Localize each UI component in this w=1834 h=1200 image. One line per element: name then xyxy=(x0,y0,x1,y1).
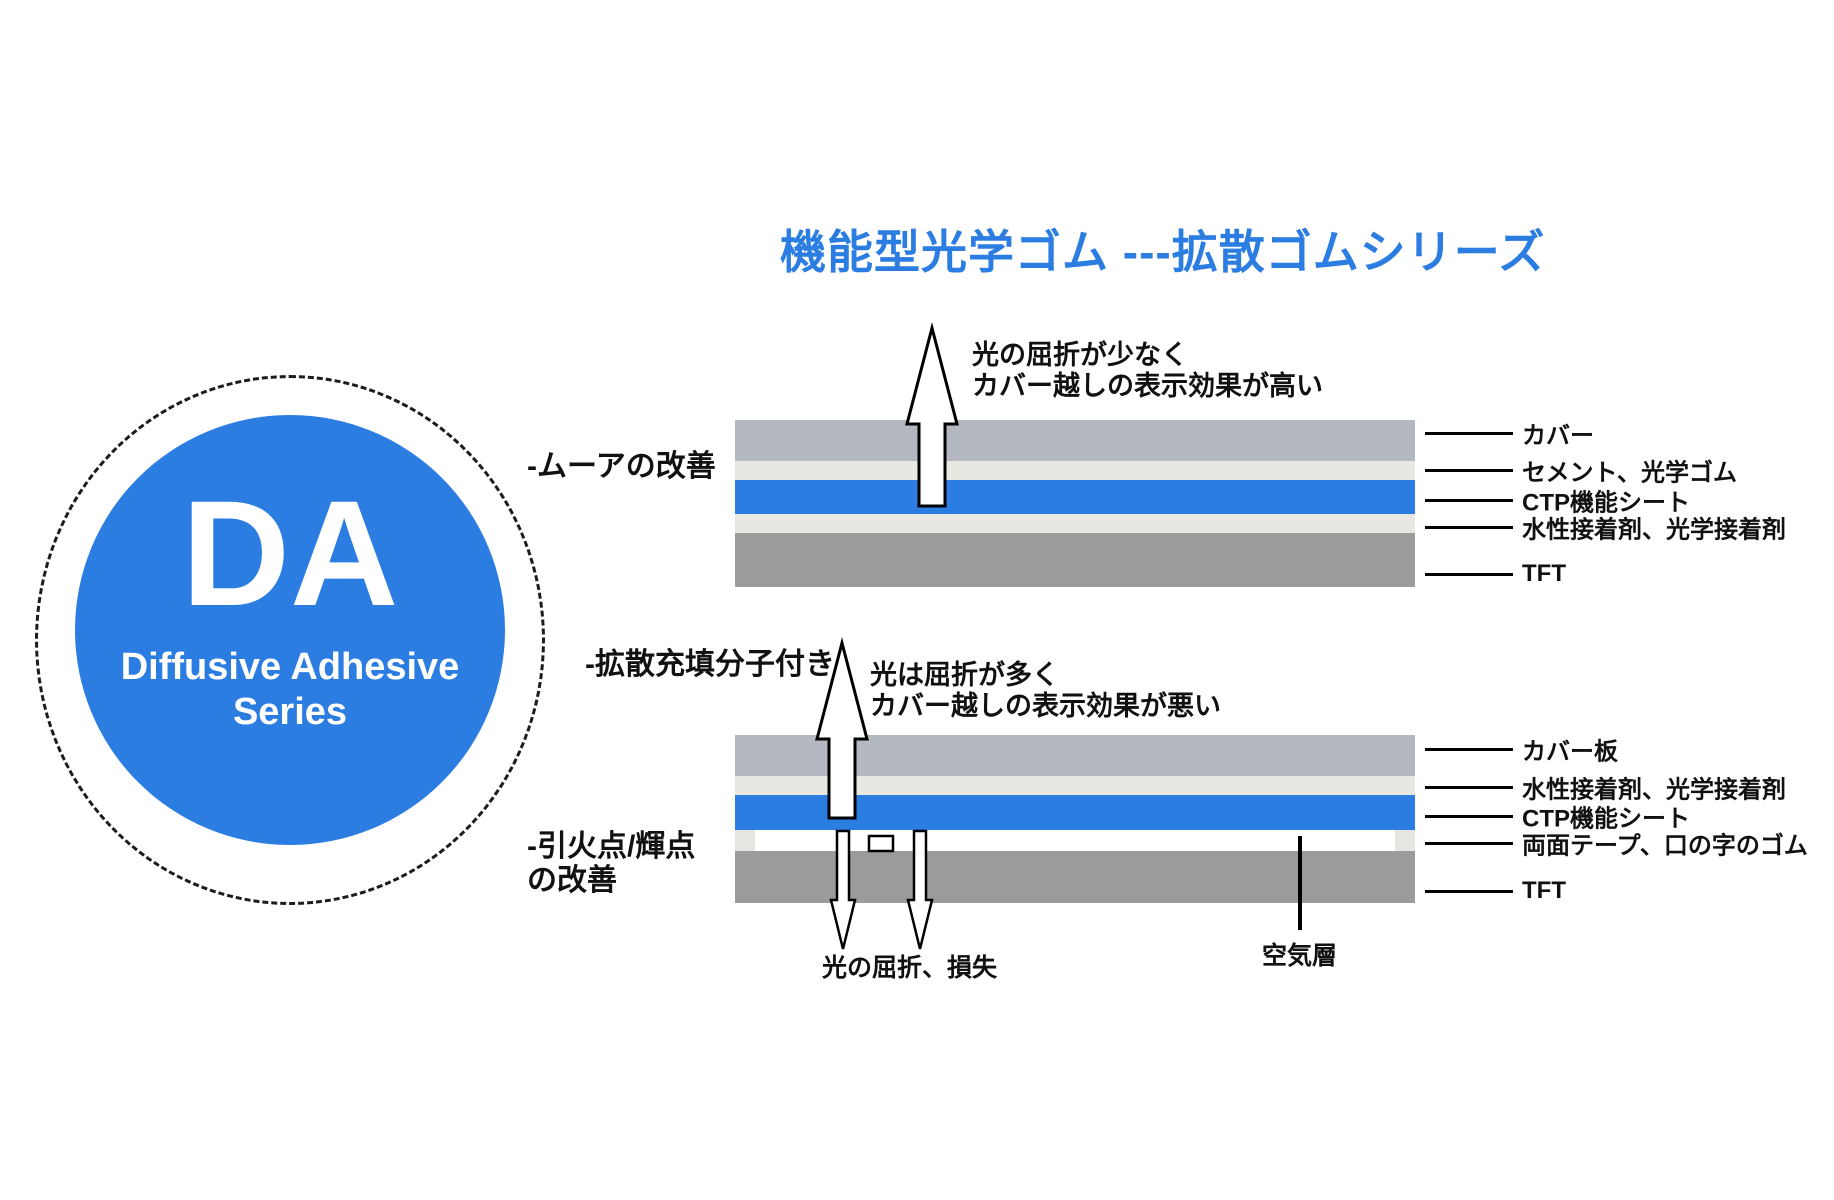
leader-line-ctp-sheet2 xyxy=(1425,815,1513,818)
bottom-annotation-line2: カバー越しの表示効果が悪い xyxy=(870,691,1221,721)
top-layer-tft xyxy=(735,533,1415,587)
top-layer-cover xyxy=(735,420,1415,461)
feature-bullet-moire: -ムーアの改善 xyxy=(527,450,716,483)
leader-line-adhesive xyxy=(1425,526,1513,529)
top-layer-cement xyxy=(735,461,1415,480)
badge-circle xyxy=(75,415,505,845)
badge-abbreviation: DA xyxy=(181,469,399,637)
feature-bullet-flash-line2: の改善 xyxy=(527,864,617,897)
top-label-tft: TFT xyxy=(1522,560,1566,587)
air-layer-label: 空気層 xyxy=(1262,942,1338,970)
leader-line-tft2 xyxy=(1425,890,1513,893)
tape-spacer-left xyxy=(735,830,755,851)
leader-line-cover xyxy=(1425,432,1513,435)
bottom-label-tape-rubber: 両面テープ、口の字のゴム xyxy=(1522,832,1808,860)
leader-line-tft xyxy=(1425,573,1513,576)
top-label-cover: カバー xyxy=(1522,422,1594,450)
top-annotation: 光の屈折が少なく カバー越しの表示効果が高い xyxy=(972,340,1323,402)
feature-bullet-flash-line1: -引火点/輝点 xyxy=(527,830,696,863)
top-annotation-line2: カバー越しの表示効果が高い xyxy=(972,371,1323,401)
feature-bullet-diffusive-filler: -拡散充填分子付き xyxy=(585,648,835,681)
feature-bullet-flash-bright-point: -引火点/輝点 の改善 xyxy=(527,830,695,898)
bottom-layer-adhesive xyxy=(735,776,1415,795)
bottom-label-adhesive: 水性接着剤、光学接着剤 xyxy=(1522,776,1786,804)
bottom-layer-ctp-sheet xyxy=(735,795,1415,830)
leader-line-tape-rubber xyxy=(1425,842,1513,845)
top-layer-adhesive xyxy=(735,514,1415,533)
bottom-label-cover-plate: カバー板 xyxy=(1522,738,1618,766)
light-loss-label: 光の屈折、損失 xyxy=(822,954,998,982)
badge-series-name-line1: Diffusive Adhesive xyxy=(120,646,460,688)
leader-line-cement xyxy=(1425,469,1513,472)
leader-line-cover-plate xyxy=(1425,748,1513,751)
bottom-label-ctp-sheet: CTP機能シート xyxy=(1522,805,1690,833)
bottom-annotation: 光は屈折が多く カバー越しの表示効果が悪い xyxy=(870,660,1221,722)
badge-series-name: Diffusive Adhesive Series xyxy=(75,645,505,735)
top-label-ctp-sheet: CTP機能シート xyxy=(1522,489,1690,517)
bottom-layer-tft xyxy=(735,851,1415,903)
badge-dashed-ring xyxy=(35,375,545,905)
top-layer-ctp-sheet xyxy=(735,480,1415,514)
top-label-cement: セメント、光学ゴム xyxy=(1522,459,1738,487)
top-label-adhesive: 水性接着剤、光学接着剤 xyxy=(1522,516,1786,544)
bottom-annotation-line1: 光は屈折が多く xyxy=(870,660,1059,690)
bottom-layer-cover-plate xyxy=(735,735,1415,776)
bottom-label-tft: TFT xyxy=(1522,877,1566,904)
top-annotation-line1: 光の屈折が少なく xyxy=(972,340,1188,370)
bottom-layer-air-gap xyxy=(735,830,1415,851)
badge-series-name-line2: Series xyxy=(232,691,348,733)
tape-spacer-right xyxy=(1395,830,1415,851)
leader-line-ctp-sheet xyxy=(1425,499,1513,502)
page-title: 機能型光学ゴム ---拡散ゴムシリーズ xyxy=(780,226,1546,278)
leader-line-adhesive2 xyxy=(1425,786,1513,789)
